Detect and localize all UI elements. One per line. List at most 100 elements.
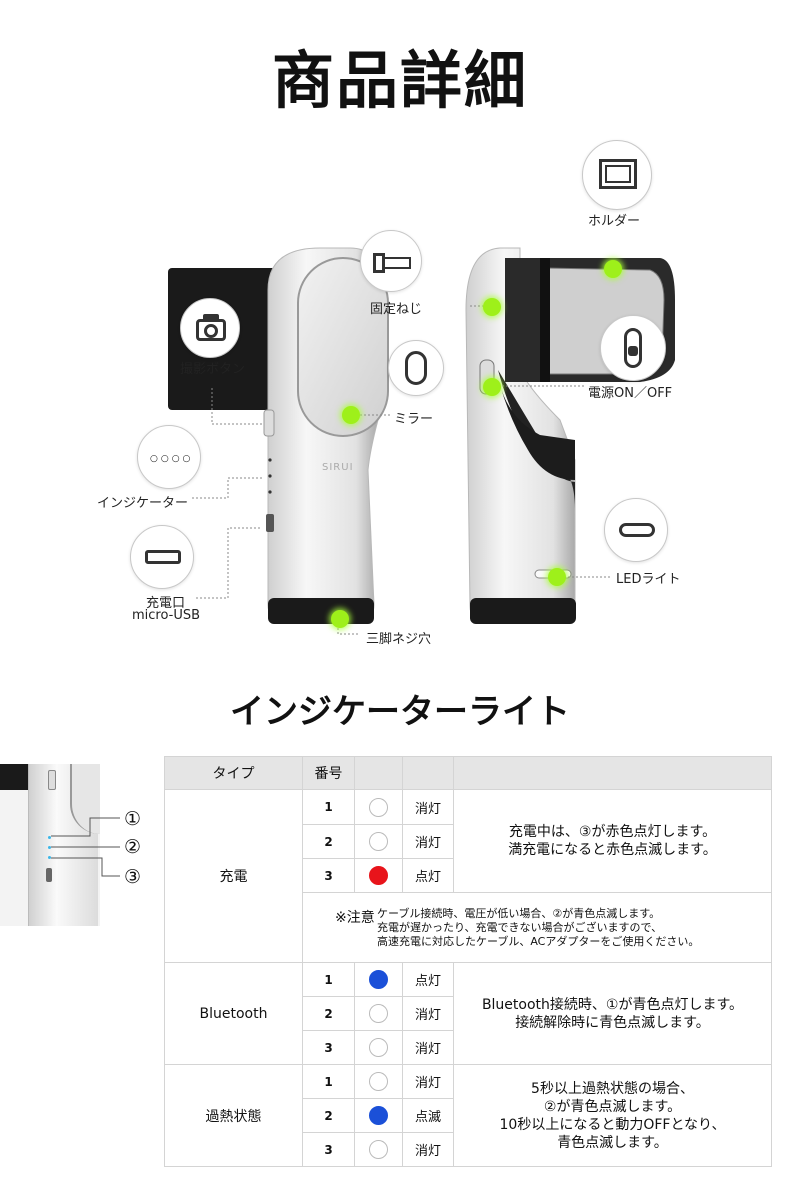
page-title: 商品詳細 xyxy=(271,44,528,117)
table-row: 3 消灯 xyxy=(165,1030,772,1065)
holder-label: ホルダー xyxy=(588,214,641,229)
led-off-icon xyxy=(369,1004,388,1023)
state-cell: 消灯 xyxy=(402,1132,454,1167)
holder-icon xyxy=(582,140,652,210)
led-dot xyxy=(548,568,566,586)
led-off-icon xyxy=(369,1038,388,1057)
led-cell xyxy=(354,1098,403,1133)
number-cell: 1 xyxy=(302,1064,355,1099)
note-body: ケーブル接続時、電圧が低い場合、②が青色点滅します。充電が遅かったり、充電できな… xyxy=(377,907,699,949)
number-cell: 1 xyxy=(302,962,355,997)
indicator-dots-icon: ○○○○ xyxy=(137,425,201,489)
led-cell xyxy=(354,824,403,859)
header-number: 番号 xyxy=(302,756,355,790)
indicator-thumbnail xyxy=(0,764,100,926)
header-state xyxy=(402,756,454,790)
indicator-number-3: ③ xyxy=(124,866,142,888)
screw-icon xyxy=(360,230,422,292)
number-cell: 3 xyxy=(302,1030,355,1065)
note-row: ※注意ケーブル接続時、電圧が低い場合、②が青色点滅します。充電が遅かったり、充電… xyxy=(165,892,772,963)
type-cell: 過熱状態 xyxy=(164,1064,303,1167)
holder-dot xyxy=(604,260,622,278)
description-line: Bluetooth接続時、①が青色点灯します。 xyxy=(481,996,744,1013)
table-header-row: タイプ 番号 xyxy=(164,756,772,790)
description-cell: Bluetooth接続時、①が青色点灯します。接続解除時に青色点滅します。 xyxy=(453,962,772,1065)
state-cell: 点灯 xyxy=(402,858,454,893)
mirror-dot xyxy=(342,406,360,424)
fixing-screw-dot xyxy=(483,298,501,316)
mirror-shape xyxy=(297,257,389,437)
header-desc xyxy=(453,756,772,790)
indicator-leader-lines xyxy=(51,817,120,877)
header-type: タイプ xyxy=(164,756,303,790)
state-cell: 消灯 xyxy=(402,824,454,859)
state-cell: 消灯 xyxy=(402,1030,454,1065)
led-cell xyxy=(354,1030,403,1065)
header-led xyxy=(354,756,403,790)
product-diagram: SIRUI 撮影ボタン ○○○○ インジケーター 充電口 micro-USB 三… xyxy=(0,120,800,660)
description-cell: 充電中は、③が赤色点灯します。満充電になると赤色点滅します。 xyxy=(453,789,772,893)
number-cell: 2 xyxy=(302,996,355,1031)
number-cell: 2 xyxy=(302,1098,355,1133)
note-heading: ※注意 xyxy=(335,909,375,926)
description-cell: 5秒以上過熱状態の場合、②が青色点滅します。10秒以上になると動力OFFとなり、… xyxy=(453,1064,772,1167)
led-light-label: LEDライト xyxy=(616,572,681,587)
fixing-screw-label: 固定ねじ xyxy=(370,302,423,317)
note-line: ケーブル接続時、電圧が低い場合、②が青色点滅します。 xyxy=(377,906,661,920)
description-line: 5秒以上過熱状態の場合、 xyxy=(531,1080,694,1097)
number-cell: 1 xyxy=(302,789,355,825)
table-row: 2 消灯 xyxy=(165,824,772,859)
description-line: 青色点滅します。 xyxy=(557,1134,668,1151)
brand-logo: SIRUI xyxy=(322,462,354,473)
tripod-dot xyxy=(331,610,349,628)
led-cell xyxy=(354,1064,403,1099)
led-blue-icon xyxy=(369,970,388,989)
led-light-icon xyxy=(604,498,668,562)
shutter-label: 撮影ボタン xyxy=(180,362,246,377)
description-line: 接続解除時に青色点滅します。 xyxy=(515,1014,710,1031)
tripod-label: 三脚ネジ穴 xyxy=(366,632,432,647)
led-off-icon xyxy=(369,1072,388,1091)
number-cell: 2 xyxy=(302,824,355,859)
indicator-number-2: ② xyxy=(124,836,142,858)
usb-port-icon xyxy=(130,525,194,589)
camera-icon xyxy=(180,298,240,358)
power-label: 電源ON／OFF xyxy=(588,386,673,401)
led-off-icon xyxy=(369,832,388,851)
tripod-base-right xyxy=(470,598,576,624)
led-off-icon xyxy=(369,1140,388,1159)
led-red-icon xyxy=(369,866,388,885)
led-cell xyxy=(354,996,403,1031)
description-line: ②が青色点滅します。 xyxy=(543,1098,682,1115)
note-line: 充電が遅かったり、充電できない場合がございますので、 xyxy=(377,920,663,934)
note-cell: ※注意ケーブル接続時、電圧が低い場合、②が青色点滅します。充電が遅かったり、充電… xyxy=(302,892,772,963)
led-blue-icon xyxy=(369,1106,388,1125)
state-cell: 消灯 xyxy=(402,1064,454,1099)
power-dot xyxy=(483,378,501,396)
led-cell xyxy=(354,858,403,893)
mirror-label: ミラー xyxy=(394,412,434,427)
note-line: 高速充電に対応したケーブル、ACアダプターをご使用ください。 xyxy=(377,934,700,948)
state-cell: 消灯 xyxy=(402,996,454,1031)
product-illustration xyxy=(168,247,675,635)
number-cell: 3 xyxy=(302,1132,355,1167)
state-cell: 点滅 xyxy=(402,1098,454,1133)
description-line: 充電中は、③が赤色点灯します。 xyxy=(508,824,717,840)
type-cell: 充電 xyxy=(164,789,303,963)
type-cell: Bluetooth xyxy=(164,962,303,1065)
state-cell: 点灯 xyxy=(402,962,454,997)
description-line: 10秒以上になると動力OFFとなり、 xyxy=(499,1116,726,1133)
led-cell xyxy=(354,962,403,997)
indicator-label: インジケーター xyxy=(97,496,189,511)
table-row: 2 消灯 xyxy=(165,996,772,1031)
power-switch-icon xyxy=(600,315,666,381)
led-cell xyxy=(354,1132,403,1167)
state-cell: 消灯 xyxy=(402,789,454,825)
led-cell xyxy=(354,789,403,825)
mirror-icon xyxy=(388,340,444,396)
number-cell: 3 xyxy=(302,858,355,893)
